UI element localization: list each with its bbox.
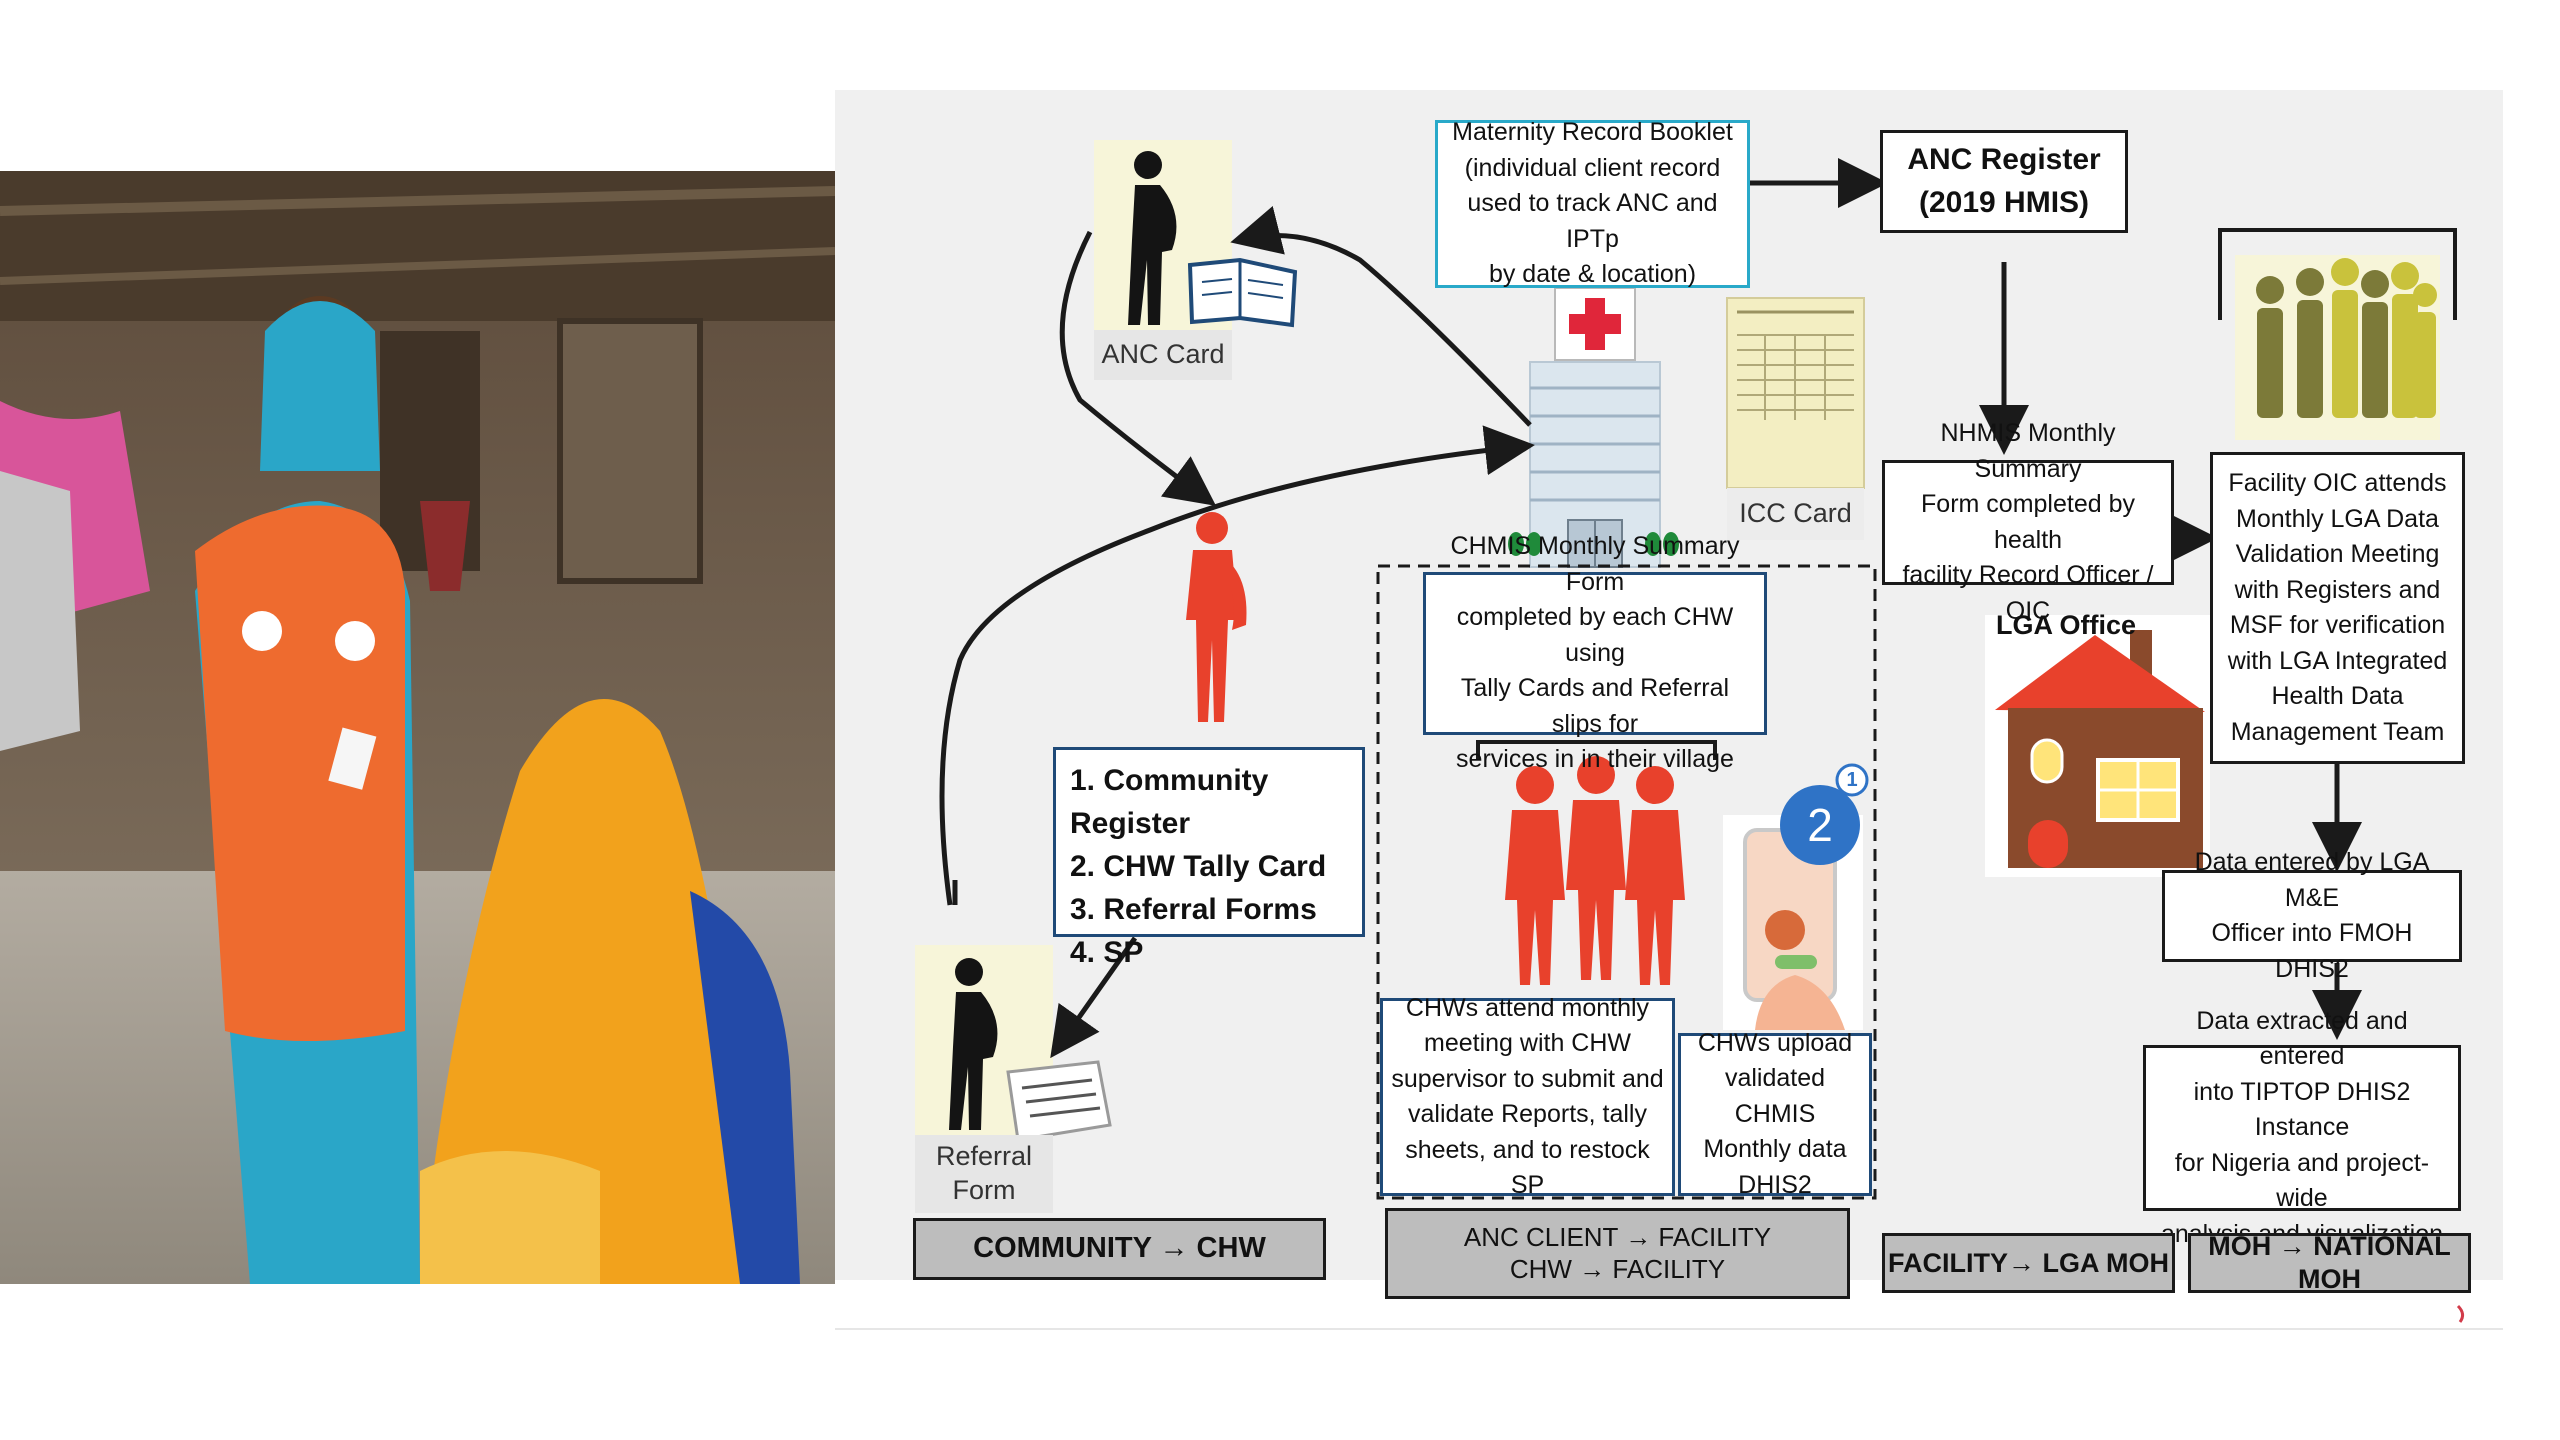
referral-form-sheet-icon [1006,1060,1112,1142]
maternity-record-booklet-box: Maternity Record Booklet (individual cli… [1435,118,1750,288]
panel-divider [835,1328,2503,1330]
smartphone-upload-icon [1723,763,1869,1030]
lga-data-entry-box: Data entered by LGA M&E Officer into FMO… [2162,848,2462,983]
lga-office-label: LGA Office [1996,610,2137,641]
community-tools-item: 2. CHW Tally Card [1070,849,1327,883]
people-group-bracket [2218,228,2457,320]
footer-moh-national: MOH → NATIONAL MOH [2188,1231,2471,1294]
community-tools-item: 1. Community Register [1070,764,1269,840]
dashed-region-chw-facility [1376,564,1877,1200]
people-group-icon [2235,255,2440,440]
referral-form-label: Referral Form [915,1135,1053,1213]
footer-community-chw: COMMUNITY → CHW [913,1218,1326,1280]
photo-chw-with-client [0,171,835,1284]
icc-card-label: ICC Card [1727,488,1864,540]
photo-illustration [0,171,835,1284]
community-tools-item: 3. Referral Forms [1070,892,1317,926]
tiptop-data-entry-box: Data extracted and entered into TIPTOP D… [2143,1007,2461,1248]
anc-card-label: ANC Card [1094,330,1232,380]
pregnant-woman-icon [949,958,998,1130]
icc-card-sheet-icon [1726,297,1865,489]
seated-woman-hijab [420,699,760,1284]
chw-monthly-meeting-box: CHWs attend monthly meeting with CHW sup… [1380,994,1675,1199]
corner-mark [2456,1304,2465,1323]
flow-arrows [939,158,2362,1059]
facility-oic-box: Facility OIC attends Monthly LGA Data Va… [2210,452,2465,764]
phone-upload-badge [1780,785,1860,865]
community-health-worker-icon [1186,512,1247,722]
pregnant-woman-icon [1128,151,1177,325]
community-tools-list: 1. Community Register 2. CHW Tally Card … [1053,747,1365,969]
footer-facility-lga: FACILITY→ LGA MOH [1882,1233,2175,1293]
referral-form-icon-group [915,945,1112,1142]
chw-group-icon [1505,756,1685,985]
anc-card-icon-group [1094,140,1298,330]
nhmis-summary-box: NHMIS Monthly Summary Form completed by … [1882,419,2174,625]
lga-office-house-icon [1985,615,2210,877]
anc-register-box: ANC Register (2019 HMIS) [1880,130,2128,233]
chw-group-bracket [1476,740,1717,760]
open-book-icon [1187,257,1298,328]
chw-upload-box: CHWs upload validated CHMIS Monthly data… [1678,1029,1872,1199]
phone-badge-number: 2 [1807,799,1833,851]
community-tools-item: 4. SP [1070,935,1144,969]
footer-anc-client-facility: ANC CLIENT → FACILITY CHW → FACILITY [1385,1208,1850,1299]
hospital-building-icon [1508,287,1679,568]
phone-notification-count: 1 [1846,768,1858,791]
chmis-summary-box: CHMIS Monthly Summary Form completed by … [1423,532,1767,773]
